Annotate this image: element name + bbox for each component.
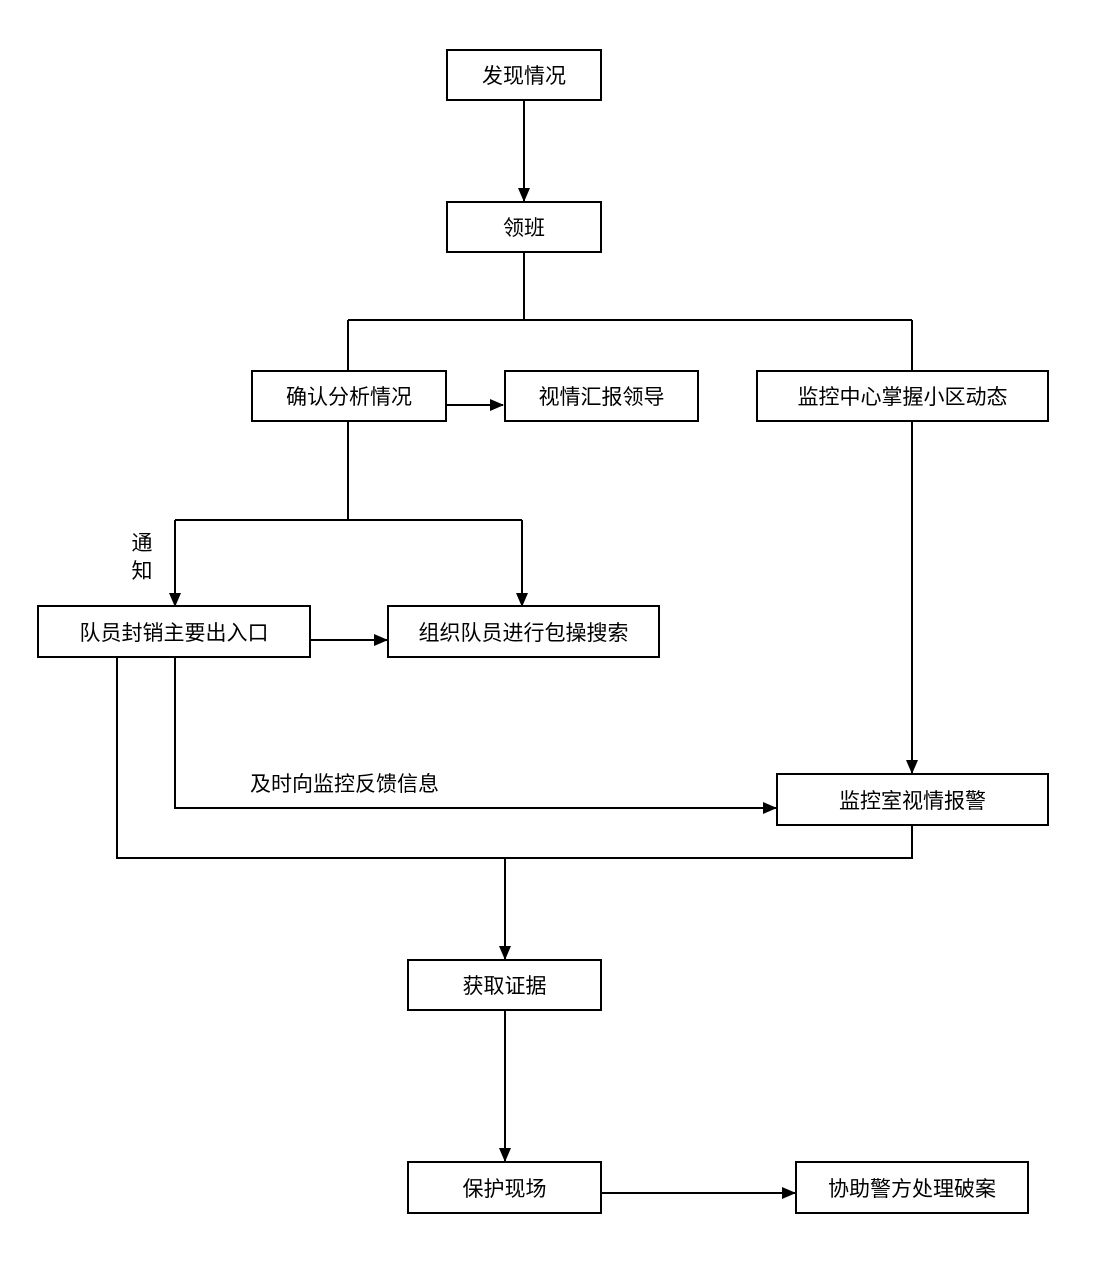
node-block-exits: 队员封销主要出入口: [37, 605, 311, 658]
node-confirm: 确认分析情况: [251, 370, 447, 422]
node-report-leader: 视情汇报领导: [504, 370, 699, 422]
feedback-label: 及时向监控反馈信息: [250, 772, 439, 796]
node-monitor-center: 监控中心掌握小区动态: [756, 370, 1049, 422]
node-assist-police: 协助警方处理破案: [795, 1161, 1029, 1214]
node-get-evidence: 获取证据: [407, 959, 602, 1011]
notify-label-char-1: 通: [131, 531, 153, 555]
arrow-feedback-to-alarm: [174, 657, 777, 814]
line-merge-loop: [116, 657, 913, 859]
node-monitor-alarm: 监控室视情报警: [776, 773, 1049, 826]
node-protect-scene: 保护现场: [407, 1161, 602, 1214]
node-organize-search: 组织队员进行包操搜索: [387, 605, 660, 658]
notify-label-char-2: 知: [131, 559, 153, 583]
node-leader: 领班: [446, 201, 602, 253]
node-discover: 发现情况: [446, 49, 602, 101]
notify-label: 通 知: [130, 529, 154, 585]
